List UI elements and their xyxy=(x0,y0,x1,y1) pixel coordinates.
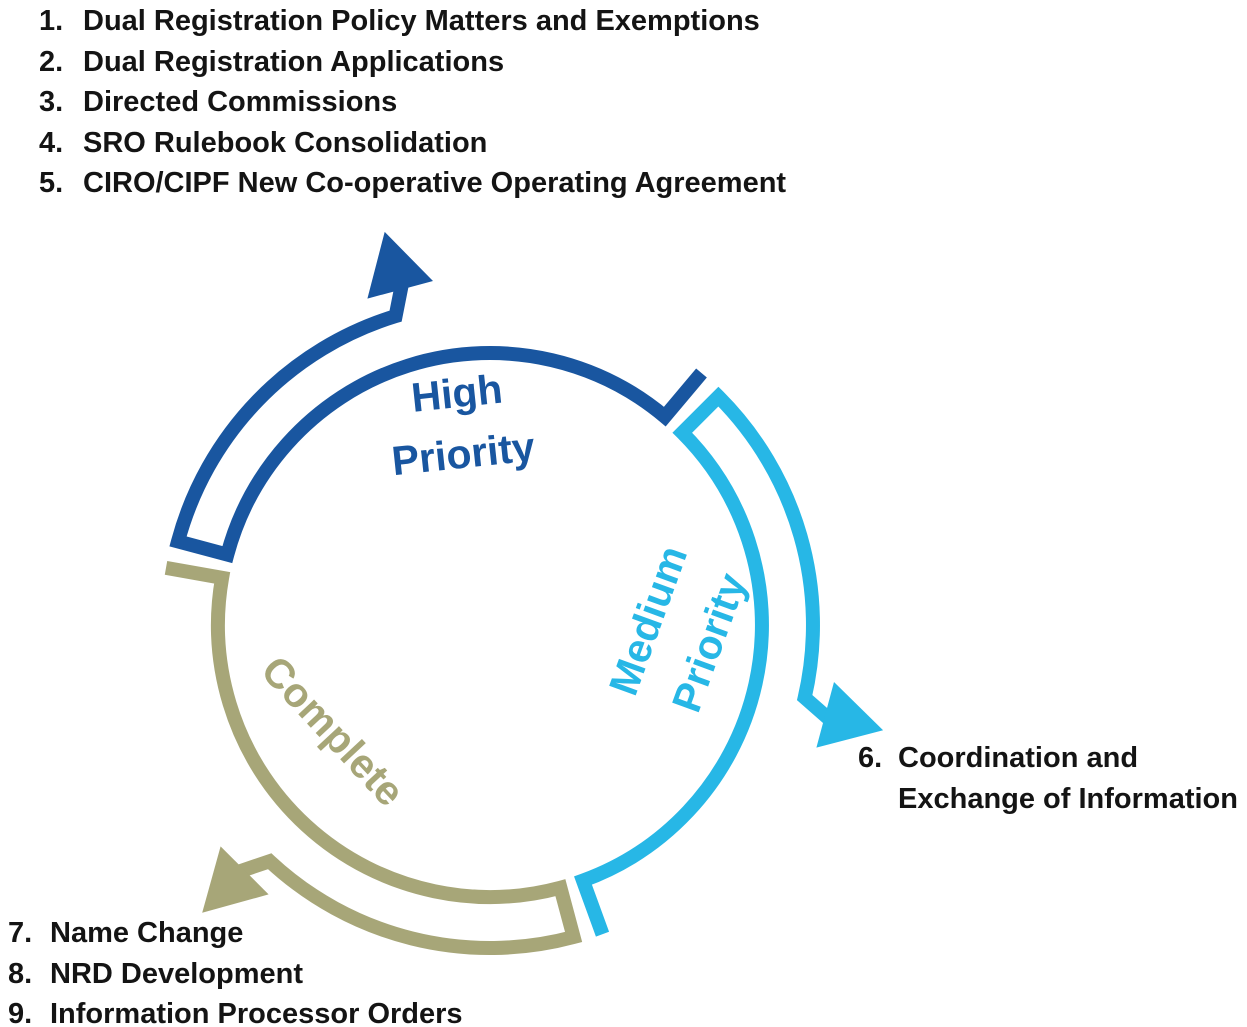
medium-priority-label: Medium Priority xyxy=(600,540,755,718)
item-text: Dual Registration Applications xyxy=(83,45,505,78)
list-item: 3. Directed Commissions xyxy=(39,82,859,123)
item-number: 6. xyxy=(858,742,883,774)
list-item: 8. NRD Development xyxy=(8,954,528,995)
list-item: 4. SRO Rulebook Consolidation xyxy=(39,123,859,164)
segment-label-line: High xyxy=(409,366,504,421)
item-text: Information Processor Orders xyxy=(50,998,463,1027)
item-number: 8. xyxy=(8,957,33,990)
complete-arrowhead-icon xyxy=(202,846,269,913)
item-text: Coordination and Exchange of Information xyxy=(898,738,1238,819)
list-item: 6. Coordination and Exchange of Informat… xyxy=(858,738,1238,819)
item-text: Name Change xyxy=(50,917,244,949)
medium-priority-arc-band xyxy=(574,386,834,937)
item-text: Directed Commissions xyxy=(83,86,398,119)
segment-label-line: Priority xyxy=(389,423,537,484)
item-number: 9. xyxy=(8,998,33,1027)
item-number: 1. xyxy=(39,5,64,37)
medium-priority-list: 6. Coordination and Exchange of Informat… xyxy=(858,738,1238,819)
high-priority-label: High Priority xyxy=(389,366,537,485)
high-priority-arc-band xyxy=(169,282,707,564)
high-priority-list: 1. Dual Registration Policy Matters and … xyxy=(39,1,859,204)
segment-high-priority: High Priority xyxy=(169,231,707,564)
medium-priority-arrowhead-icon xyxy=(816,682,884,748)
complete-list: 7. Name Change 8. NRD Development 9. Inf… xyxy=(8,913,528,1027)
list-item: 1. Dual Registration Policy Matters and … xyxy=(39,1,859,42)
complete-arc-band xyxy=(164,561,583,955)
list-item: 9. Information Processor Orders xyxy=(8,994,528,1027)
item-text: Dual Registration Policy Matters and Exe… xyxy=(83,5,760,37)
item-number: 3. xyxy=(39,86,64,119)
list-item: 5. CIRO/CIPF New Co-operative Operating … xyxy=(39,163,859,204)
item-number: 5. xyxy=(39,167,64,200)
list-item: 7. Name Change xyxy=(8,913,528,954)
item-text: NRD Development xyxy=(50,957,303,990)
item-text-line: Coordination and xyxy=(898,742,1139,774)
high-priority-arrowhead-icon xyxy=(367,231,433,299)
item-text: SRO Rulebook Consolidation xyxy=(83,126,488,159)
list-item: 2. Dual Registration Applications xyxy=(39,42,859,83)
item-text: CIRO/CIPF New Co-operative Operating Agr… xyxy=(83,167,787,200)
segment-complete: Complete xyxy=(164,561,583,955)
item-number: 2. xyxy=(39,45,64,78)
item-number: 7. xyxy=(8,917,33,949)
item-text-line: Exchange of Information xyxy=(898,782,1238,815)
segment-medium-priority: Medium Priority xyxy=(574,386,884,937)
item-number: 4. xyxy=(39,126,64,159)
